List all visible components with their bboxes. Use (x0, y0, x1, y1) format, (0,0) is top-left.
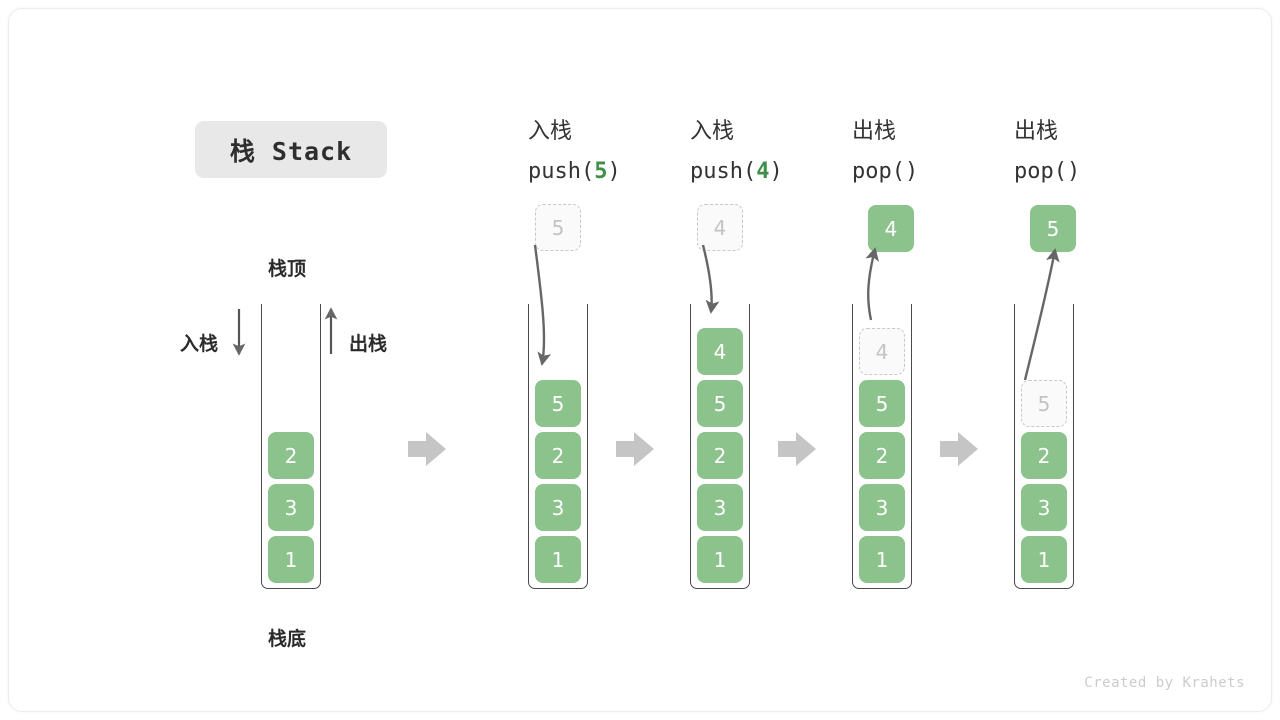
stack-container (261, 304, 321, 589)
column-header-push-5: 入栈 push(5) (528, 112, 698, 192)
stack-cell: 3 (535, 484, 581, 531)
popped-element: 4 (868, 205, 914, 252)
floating-element-ghost: 4 (697, 204, 743, 251)
popped-element: 5 (1030, 205, 1076, 252)
stack-cell: 2 (697, 432, 743, 479)
stack-cell: 2 (535, 432, 581, 479)
stack-cell: 4 (697, 328, 743, 375)
stack-cell: 3 (697, 484, 743, 531)
removed-element-ghost: 5 (1021, 380, 1067, 427)
pop-direction-label: 出栈 (349, 333, 388, 355)
stack-cell: 2 (268, 432, 314, 479)
stack-cell: 3 (1021, 484, 1067, 531)
stack-cell: 1 (535, 536, 581, 583)
diagram-canvas: 栈 Stack 栈顶 栈底 入栈 出栈 2 3 1 入栈 push(5) 5 5… (8, 8, 1272, 712)
transition-arrow (778, 432, 816, 466)
push-direction-label: 入栈 (180, 333, 219, 355)
column-header-cn: 出栈 (1014, 119, 1059, 144)
stack-container (1014, 304, 1074, 589)
stack-cell: 2 (1021, 432, 1067, 479)
column-header-cn: 入栈 (528, 119, 573, 144)
stack-cell: 2 (859, 432, 905, 479)
column-header-pop-1: 出栈 pop() (852, 112, 1022, 192)
push-motion-arrow (701, 244, 720, 314)
stack-cell: 1 (697, 536, 743, 583)
stack-cell: 1 (268, 536, 314, 583)
column-header-code: push(4) (690, 159, 783, 184)
stack-cell: 3 (859, 484, 905, 531)
transition-arrow (616, 432, 654, 466)
stack-bottom-label: 栈底 (268, 628, 307, 650)
stack-cell: 5 (859, 380, 905, 427)
column-header-code: pop() (852, 159, 919, 184)
removed-element-ghost: 4 (859, 328, 905, 375)
column-header-pop-2: 出栈 pop() (1014, 112, 1184, 192)
floating-element-ghost: 5 (535, 204, 581, 251)
stack-cell: 1 (1021, 536, 1067, 583)
stack-cell: 3 (268, 484, 314, 531)
stack-cell: 5 (697, 380, 743, 427)
column-header-code: push(5) (528, 159, 621, 184)
stack-cell: 5 (535, 380, 581, 427)
footer-credit: Created by Krahets (1084, 675, 1245, 691)
column-header-push-4: 入栈 push(4) (690, 112, 860, 192)
stack-top-label: 栈顶 (268, 258, 307, 280)
stack-container (852, 304, 912, 589)
stack-cell: 1 (859, 536, 905, 583)
title-badge-label: 栈 Stack (229, 136, 353, 166)
column-header-cn: 出栈 (852, 119, 897, 144)
transition-arrow (408, 432, 446, 466)
title-badge: 栈 Stack (195, 121, 387, 178)
stack-container (528, 304, 588, 589)
transition-arrow (940, 432, 978, 466)
column-header-code: pop() (1014, 159, 1081, 184)
column-header-cn: 入栈 (690, 119, 735, 144)
stack-container (690, 304, 750, 589)
